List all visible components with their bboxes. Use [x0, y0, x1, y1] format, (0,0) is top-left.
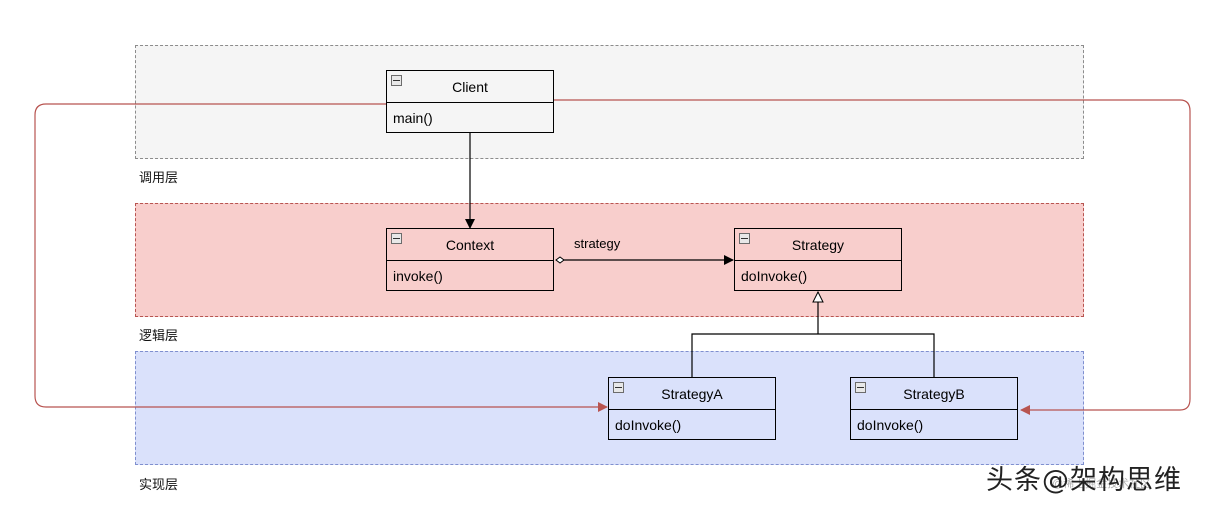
collapse-icon	[739, 233, 750, 244]
collapse-icon	[391, 75, 402, 86]
strategyA-class-name: StrategyA	[661, 385, 723, 402]
client-class-box: Client main()	[386, 70, 554, 133]
strategyB-class-box: StrategyB doInvoke()	[850, 377, 1018, 440]
client-method: main()	[393, 110, 433, 126]
strategyA-class-box: StrategyA doInvoke()	[608, 377, 776, 440]
strategy-class-box: Strategy doInvoke()	[734, 228, 902, 291]
strategy-method: doInvoke()	[741, 268, 808, 284]
client-to-strategyA-red-arrow	[34, 103, 608, 412]
strategyB-class-name: StrategyB	[903, 385, 965, 402]
collapse-icon	[613, 382, 624, 393]
collapse-icon	[391, 233, 402, 244]
impl-layer-label: 实现层	[139, 477, 179, 492]
inheritance-arrowhead	[812, 290, 824, 303]
context-method: invoke()	[393, 268, 443, 284]
strategyB-method: doInvoke()	[857, 417, 924, 433]
watermark: 头条@架构思维	[986, 465, 1182, 496]
call-layer-label: 调用层	[139, 170, 179, 185]
strategy-association-label: strategy	[574, 236, 621, 251]
client-class-name: Client	[452, 78, 488, 95]
watermark-sub: @稀土掘金技术社区	[1052, 478, 1152, 490]
inheritance-connector	[691, 292, 935, 377]
collapse-icon	[855, 382, 866, 393]
context-class-name: Context	[445, 236, 495, 253]
context-class-box: Context invoke()	[386, 228, 554, 291]
logic-layer-label: 逻辑层	[139, 328, 179, 343]
strategyA-method: doInvoke()	[615, 417, 682, 433]
call-layer-box	[135, 45, 1084, 159]
strategy-class-name: Strategy	[791, 236, 845, 253]
client-to-strategyB-red-arrow	[554, 99, 1191, 415]
